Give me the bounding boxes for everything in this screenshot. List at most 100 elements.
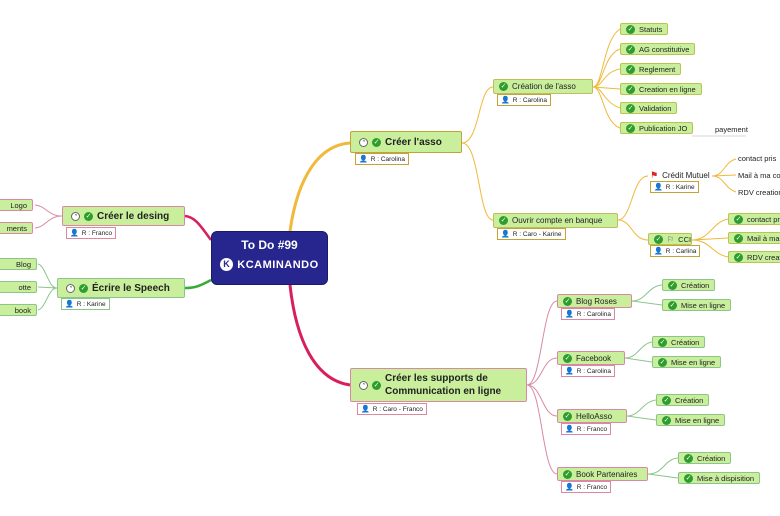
link-fb-items (624, 341, 653, 363)
check-circle-icon: ✓ (499, 82, 508, 91)
topic-creer-asso[interactable]: ◔ ✓ Créer l'asso (350, 131, 462, 153)
topic-creation-asso[interactable]: ✓ Création de l'asso (493, 79, 593, 94)
person-icon: 👤 (70, 230, 79, 237)
person-icon: 👤 (654, 248, 663, 255)
check-circle-icon: ✓ (734, 233, 743, 243)
check-circle-icon: ✓ (668, 300, 677, 310)
check-circle-icon: ✓ (84, 211, 93, 221)
item-blog-creation[interactable]: ✓Création (662, 279, 716, 291)
check-circle-icon: ✓ (372, 380, 381, 390)
item-speech-blog[interactable]: Blog (0, 258, 37, 270)
person-icon: 👤 (65, 301, 74, 308)
link-compte-credit (617, 175, 649, 221)
item-hello-mise-en-ligne[interactable]: ✓Mise en ligne (656, 414, 726, 426)
responsible-tag: 👤R : Caro - Franco (357, 403, 427, 415)
check-circle-icon: ✓ (654, 234, 663, 244)
check-circle-icon: ✓ (662, 395, 671, 405)
check-circle-icon: ✓ (563, 411, 572, 421)
item-validation[interactable]: ✓Validation (620, 102, 678, 114)
link-central-design (184, 214, 213, 241)
link-speech-items (37, 263, 58, 311)
link-asso-compte (461, 142, 494, 221)
check-circle-icon: ✓ (372, 137, 381, 147)
item-cci-contact[interactable]: ✓contact pris (728, 213, 780, 225)
topic-compte-banque[interactable]: ✓ Ouvrir compte en banque (493, 213, 618, 228)
link-asso-creation (461, 86, 494, 144)
item-cci-rdv[interactable]: ✓RDV creati (728, 251, 780, 263)
link-creation-items (592, 28, 621, 129)
responsible-tag: 👤R : Carolina (561, 308, 616, 320)
person-icon: 👤 (501, 231, 510, 238)
flag-icon: ⚐ (667, 234, 675, 244)
topic-book-partenaires[interactable]: ✓Book Partenaires (557, 467, 648, 481)
person-icon: 👤 (501, 97, 510, 104)
item-fb-creation[interactable]: ✓Création (652, 336, 706, 348)
responsible-tag: 👤R : Karine (61, 298, 110, 310)
check-circle-icon: ✓ (563, 296, 572, 306)
item-blog-mise-en-ligne[interactable]: ✓Mise en ligne (662, 299, 732, 311)
link-credit-items (711, 158, 737, 193)
check-circle-icon: ✓ (626, 24, 635, 34)
check-circle-icon: ✓ (668, 280, 677, 290)
link-blog-items (631, 284, 663, 306)
item-statuts[interactable]: ✓Statuts (620, 23, 669, 35)
central-title: To Do #99 (241, 238, 298, 252)
check-circle-icon: ✓ (658, 357, 667, 367)
link-compte-cci (617, 219, 649, 241)
topic-supports[interactable]: ◔ ✓ Créer les supports de Communication … (350, 368, 527, 402)
responsible-tag: 👤R : Carlina (650, 245, 701, 257)
item-cci-mail[interactable]: ✓Mail à ma c (728, 232, 780, 244)
item-book-mise-a-disposition[interactable]: ✓Mise à dispisition (678, 472, 761, 484)
check-circle-icon: ✓ (658, 337, 667, 347)
note-payement: payement (715, 124, 748, 134)
topic-creer-desing[interactable]: ◔ ✓ Créer le desing (62, 206, 185, 226)
link-book-items (647, 457, 679, 479)
responsible-tag: 👤R : Carolina (561, 365, 616, 377)
item-ag[interactable]: ✓AG constitutive (620, 43, 696, 55)
flag-icon: ⚑ (650, 169, 659, 180)
topic-label: Créer les supports de Communication en l… (385, 373, 502, 397)
central-topic[interactable]: To Do #99 K KCAMINANDO (211, 231, 328, 285)
brand-logo: K KCAMINANDO (212, 258, 327, 271)
item-publication-jo[interactable]: ✓Publication JO (620, 122, 694, 134)
person-icon: 👤 (361, 406, 370, 413)
person-icon: 👤 (565, 311, 574, 318)
check-circle-icon: ✓ (563, 353, 572, 363)
topic-credit-mutuel[interactable]: ⚑Crédit Mutuel (650, 169, 710, 180)
clock-icon: ◔ (359, 380, 368, 390)
topic-ecrire-speech[interactable]: ◔ ✓ Écrire le Speech (57, 278, 185, 298)
item-fb-mise-en-ligne[interactable]: ✓Mise en ligne (652, 356, 722, 368)
item-rdv: RDV creation (738, 187, 780, 197)
responsible-tag: 👤R : Franco (561, 423, 612, 435)
responsible-tag: 👤R : Caro - Karine (497, 228, 566, 240)
item-creation-en-ligne[interactable]: ✓Creation en ligne (620, 83, 702, 95)
topic-facebook[interactable]: ✓Facebook (557, 351, 625, 365)
item-speech-book[interactable]: book (0, 304, 37, 316)
item-speech-otte[interactable]: otte (0, 281, 37, 293)
topic-helloasso[interactable]: ✓HelloAsso (557, 409, 627, 423)
check-circle-icon: ✓ (626, 44, 635, 54)
responsible-tag: 👤R : Franco (561, 481, 612, 493)
check-circle-icon: ✓ (626, 84, 635, 94)
person-icon: 👤 (565, 484, 574, 491)
responsible-tag: 👤R : Carolina (355, 153, 410, 165)
item-logo[interactable]: Logo (0, 199, 33, 211)
clock-icon: ◔ (66, 283, 75, 293)
topic-blog-roses[interactable]: ✓Blog Roses (557, 294, 632, 308)
item-reglement[interactable]: ✓Reglement (620, 63, 682, 75)
check-circle-icon: ✓ (626, 123, 635, 133)
check-circle-icon: ✓ (626, 103, 635, 113)
logo-text: KCAMINANDO (237, 258, 319, 271)
item-book-creation[interactable]: ✓Création (678, 452, 732, 464)
link-central-supports (288, 284, 351, 387)
topic-cci[interactable]: ✓ ⚐ CCI (648, 233, 692, 245)
clock-icon: ◔ (71, 211, 80, 221)
item-elements[interactable]: ments (0, 222, 33, 234)
item-mail: Mail à ma co (738, 170, 780, 180)
check-circle-icon: ✓ (684, 473, 693, 483)
item-hello-creation[interactable]: ✓Création (656, 394, 710, 406)
link-central-speech (184, 278, 212, 290)
check-circle-icon: ✓ (563, 469, 572, 479)
check-circle-icon: ✓ (734, 214, 743, 224)
